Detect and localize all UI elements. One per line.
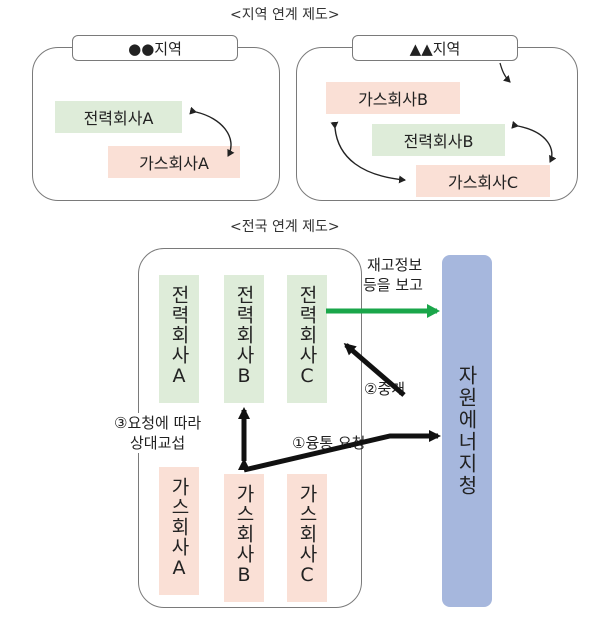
national-power-company-a: 전력회사A: [159, 275, 199, 403]
national-power-company-b: 전력회사B: [224, 275, 264, 403]
report-label-line-1: 재고정보: [367, 256, 423, 274]
national-gas-company-c: 가스회사C: [287, 474, 327, 602]
step3-negotiation-line-2: 상대교섭: [130, 434, 186, 452]
national-system-title: <전국 연계 제도>: [230, 219, 340, 235]
region-name-2: ▲▲지역: [352, 35, 518, 61]
national-power-company-c-label: 전력회사C: [296, 285, 318, 388]
mediation-arrow: [343, 343, 406, 397]
resource-energy-agency: 자원에너지청: [442, 255, 492, 607]
step3-negotiation-line-1: ③요청에 따라: [114, 414, 202, 432]
region2-gas-company-top: 가스회사B: [326, 82, 460, 114]
region2-gas-company-bottom: 가스회사C: [416, 165, 550, 197]
region-name-1: ●●지역: [72, 35, 238, 61]
region2-name-arrow: [499, 62, 511, 83]
region1-exchange-arrow: [189, 106, 235, 157]
national-power-company-a-label: 전력회사A: [168, 285, 190, 388]
national-power-company-c: 전력회사C: [287, 275, 327, 403]
step3-negotiation-label: ③요청에 따라 상대교섭: [112, 413, 204, 453]
resource-energy-agency-label: 자원에너지청: [454, 365, 479, 497]
national-power-company-b-label: 전력회사B: [233, 285, 255, 388]
report-label: 재고정보 등을 보고: [363, 255, 423, 295]
region1-power-company: 전력회사A: [55, 101, 182, 133]
region2-left-exchange-arrow: [330, 121, 406, 184]
national-gas-company-a: 가스회사A: [159, 467, 199, 595]
region2-right-exchange-arrow: [511, 120, 557, 163]
national-gas-company-b-label: 가스회사B: [233, 484, 255, 587]
regional-system-title: <지역 연계 제도>: [230, 7, 340, 23]
report-label-line-2: 등을 보고: [363, 276, 423, 294]
national-gas-company-b: 가스회사B: [224, 474, 264, 602]
request-arrow: [243, 430, 441, 473]
national-gas-company-c-label: 가스회사C: [296, 484, 318, 587]
national-gas-company-a-label: 가스회사A: [168, 477, 190, 580]
